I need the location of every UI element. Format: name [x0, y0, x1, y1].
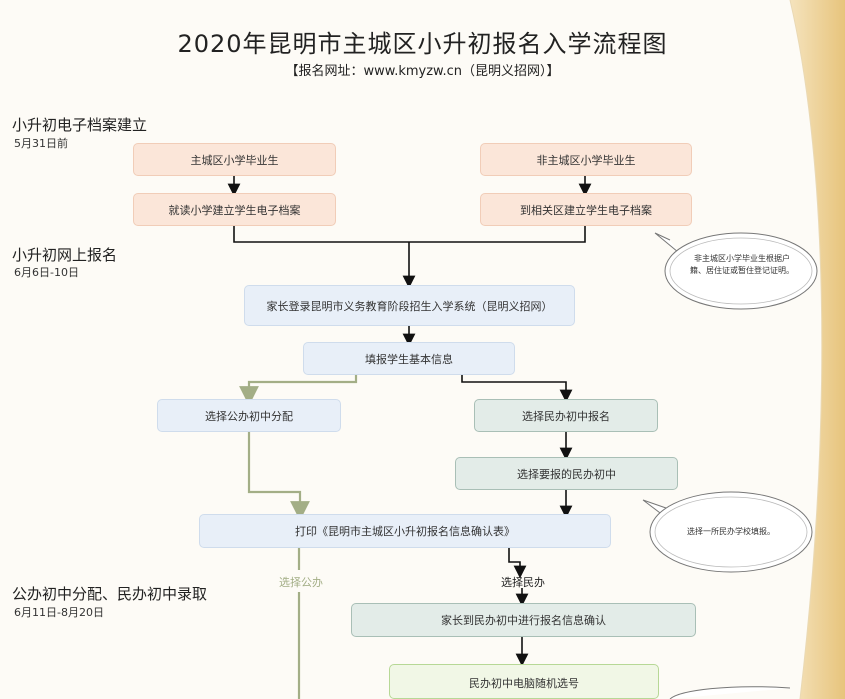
box-choose-private-school: 选择要报的民办初中: [455, 457, 678, 490]
label-choose-public: 选择公办: [279, 576, 323, 589]
note-choose-school: 选择一所民办学校填报。: [687, 527, 775, 536]
section-date-archive: 5月31日前: [14, 137, 68, 150]
note-non-main-graduate: 非主城区小学毕业生根据户籍、居住证或暂住登记证明。: [690, 254, 794, 275]
note-bubble-3-edge: [669, 686, 791, 699]
box-public-option: 选择公办初中分配: [157, 399, 341, 432]
note-bubble-2: [642, 491, 813, 573]
section-date-registration: 6月6日-10日: [14, 266, 79, 279]
box-private-confirm: 家长到民办初中进行报名信息确认: [351, 603, 696, 637]
box-login-system: 家长登录昆明市义务教育阶段招生入学系统（昆明义招网）: [244, 285, 575, 326]
page-subtitle: 【报名网址：www.kmyzw.cn（昆明义招网）】: [285, 64, 560, 79]
box-private-option: 选择民办初中报名: [474, 399, 658, 432]
section-date-allocation: 6月11日-8月20日: [14, 606, 104, 619]
page-title: 2020年昆明市主城区小升初报名入学流程图: [177, 30, 668, 58]
section-title-allocation: 公办初中分配、民办初中录取: [12, 585, 208, 603]
box-main-graduate: 主城区小学毕业生: [133, 143, 336, 176]
box-non-main-graduate: 非主城区小学毕业生: [480, 143, 692, 176]
box-lottery: 民办初中电脑随机选号: [389, 664, 659, 699]
side-band: [790, 0, 845, 699]
section-title-archive: 小升初电子档案建立: [12, 116, 148, 134]
note-bubble-1: [654, 232, 818, 310]
box-print-form: 打印《昆明市主城区小升初报名信息确认表》: [199, 514, 611, 548]
box-non-main-archive: 到相关区建立学生电子档案: [480, 193, 692, 226]
section-title-registration: 小升初网上报名: [12, 246, 118, 264]
box-fill-info: 填报学生基本信息: [303, 342, 515, 375]
box-main-archive: 就读小学建立学生电子档案: [133, 193, 336, 226]
label-choose-private: 选择民办: [501, 576, 545, 589]
